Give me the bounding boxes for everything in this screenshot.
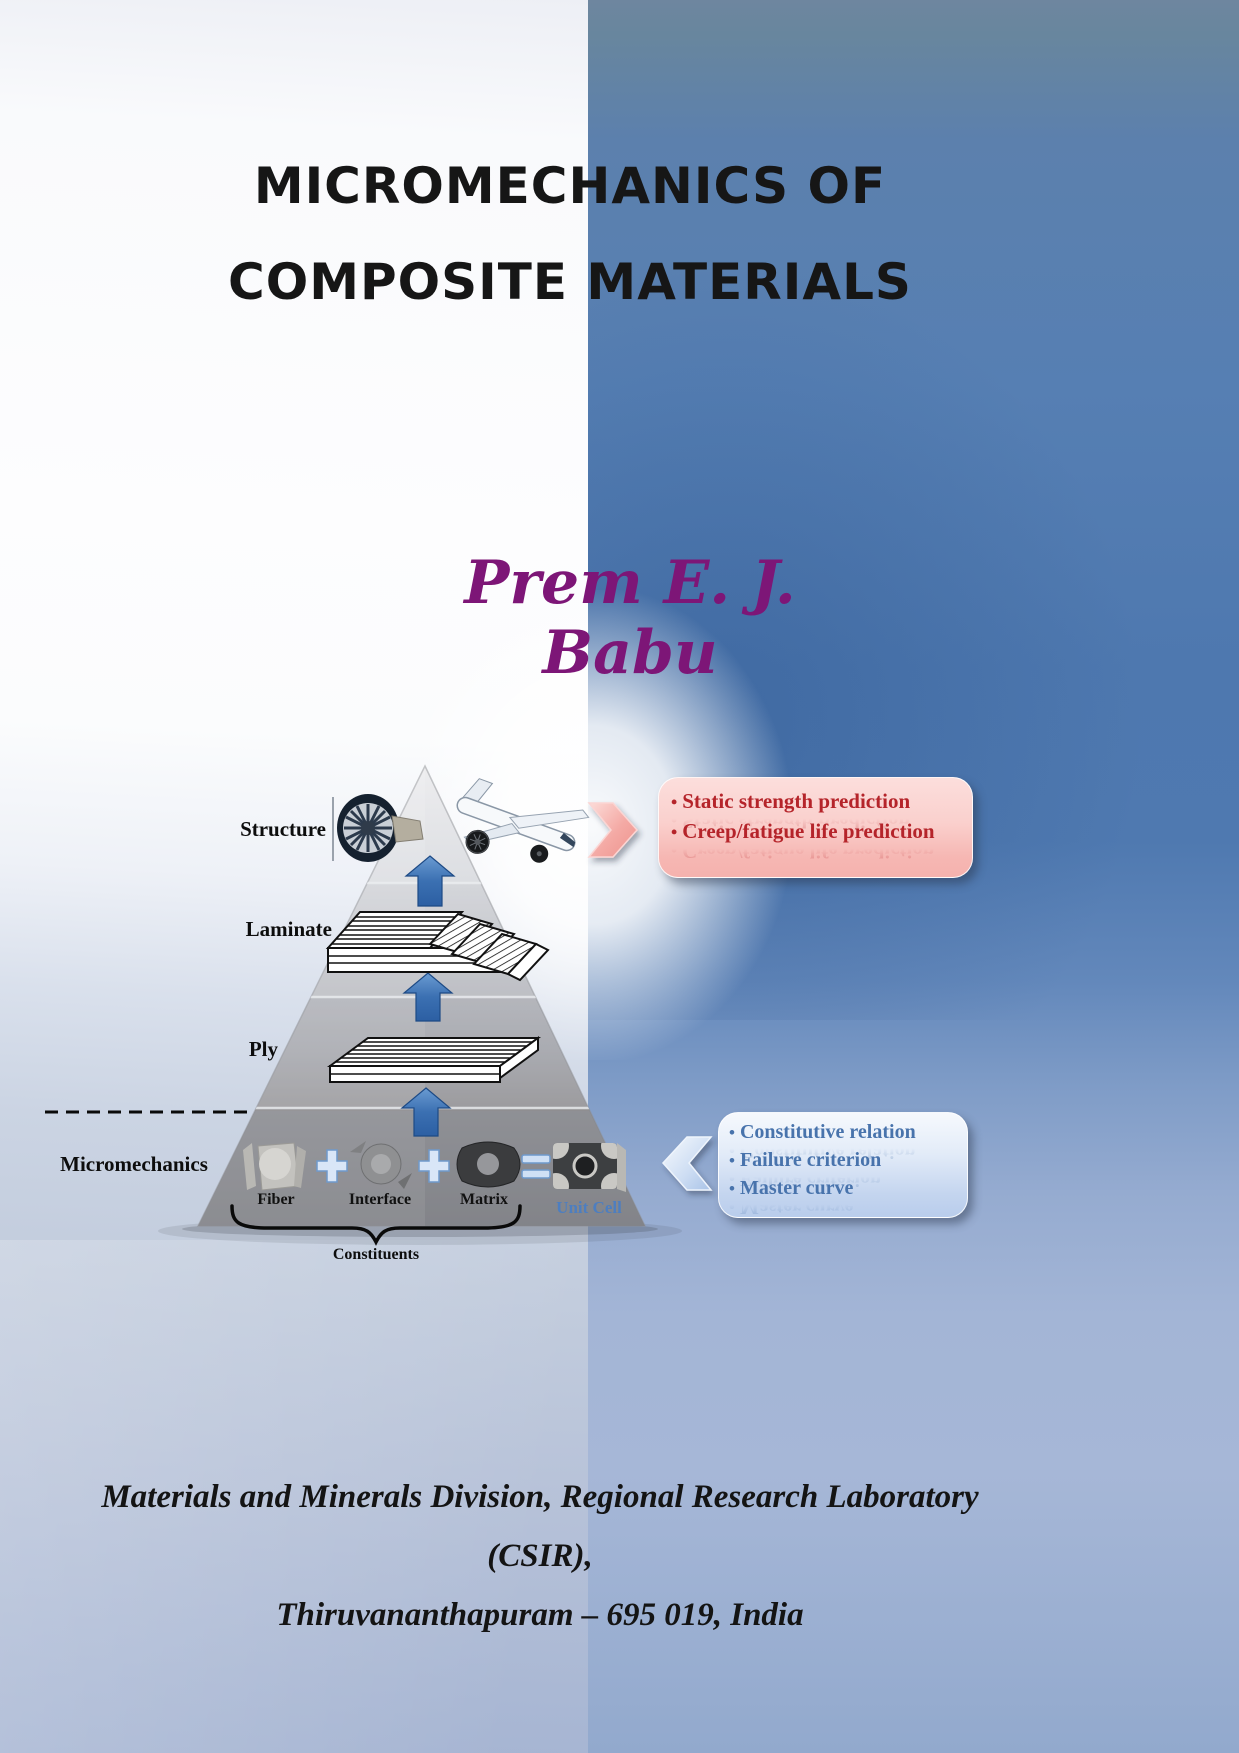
- pyramid-level-structure: Structure: [240, 817, 326, 841]
- matrix-label: Matrix: [460, 1191, 508, 1208]
- bullet-text: •Creep/fatigue life prediction: [671, 820, 972, 842]
- bullet-label: Failure criterion: [739, 1149, 882, 1171]
- bullet-text: •Failure criterion: [729, 1150, 967, 1171]
- affiliation-line-2: Thiruvananthapuram – 695 019, India: [276, 1597, 804, 1633]
- author-name: Prem E. J. Babu: [464, 548, 796, 688]
- page-title: MICROMECHANICS OF COMPOSITE MATERIALS: [225, 138, 915, 330]
- micromechanics-callout-box: •Constitutive relation •Constitutive rel…: [718, 1112, 968, 1218]
- bullet-icon: •: [729, 1179, 735, 1198]
- bullet-reflection: •Creep/fatigue life prediction: [671, 839, 972, 864]
- bullet-label: Constitutive relation: [739, 1121, 916, 1143]
- pyramid-level-ply: Ply: [248, 1037, 278, 1061]
- bullet-icon: •: [729, 1123, 735, 1142]
- bullet-icon: •: [729, 1151, 735, 1170]
- bullet-text: •Master curve: [729, 1178, 967, 1199]
- title-line-2: COMPOSITE MATERIALS: [228, 253, 912, 311]
- affiliation-line-1: Materials and Minerals Division, Regiona…: [101, 1479, 979, 1574]
- bullet-label: Master curve: [739, 1177, 854, 1199]
- callout-bullet-line: •Static strength prediction •Static stre…: [671, 790, 972, 833]
- fiber-label: Fiber: [257, 1191, 295, 1208]
- bullet-text: •Constitutive relation: [729, 1122, 967, 1143]
- bullet-icon: •: [671, 840, 678, 861]
- title-line-1: MICROMECHANICS OF: [253, 157, 887, 215]
- bullet-icon: •: [729, 1197, 735, 1216]
- bullet-label: Master curve: [739, 1196, 854, 1218]
- bullet-label: Static strength prediction: [682, 789, 911, 813]
- callout-bullet-line: •Creep/fatigue life prediction •Creep/fa…: [671, 820, 972, 863]
- unit-cell-label: Unit Cell: [556, 1198, 622, 1217]
- bullet-text: •Static strength prediction: [671, 790, 972, 812]
- callout-bullet-line: •Master curve •Master curve: [729, 1178, 967, 1219]
- constituents-label: Constituents: [332, 1246, 420, 1263]
- bottom-sheen: [0, 1240, 1239, 1753]
- bullet-icon: •: [671, 792, 678, 812]
- interface-label: Interface: [348, 1191, 412, 1208]
- bullet-label: Creep/fatigue life prediction: [682, 839, 935, 864]
- pyramid-level-laminate: Laminate: [245, 917, 332, 941]
- bullet-label: Creep/fatigue life prediction: [682, 819, 935, 843]
- bullet-icon: •: [671, 822, 678, 842]
- callout-bullet-line: •Constitutive relation •Constitutive rel…: [729, 1122, 967, 1163]
- affiliation-footer: Materials and Minerals Division, Regiona…: [100, 1468, 980, 1645]
- bullet-reflection: •Master curve: [729, 1196, 967, 1218]
- structure-callout-box: •Static strength prediction •Static stre…: [658, 777, 973, 878]
- pyramid-level-micromechanics: Micromechanics: [60, 1152, 208, 1176]
- callout-bullet-line: •Failure criterion •Failure criterion: [729, 1150, 967, 1191]
